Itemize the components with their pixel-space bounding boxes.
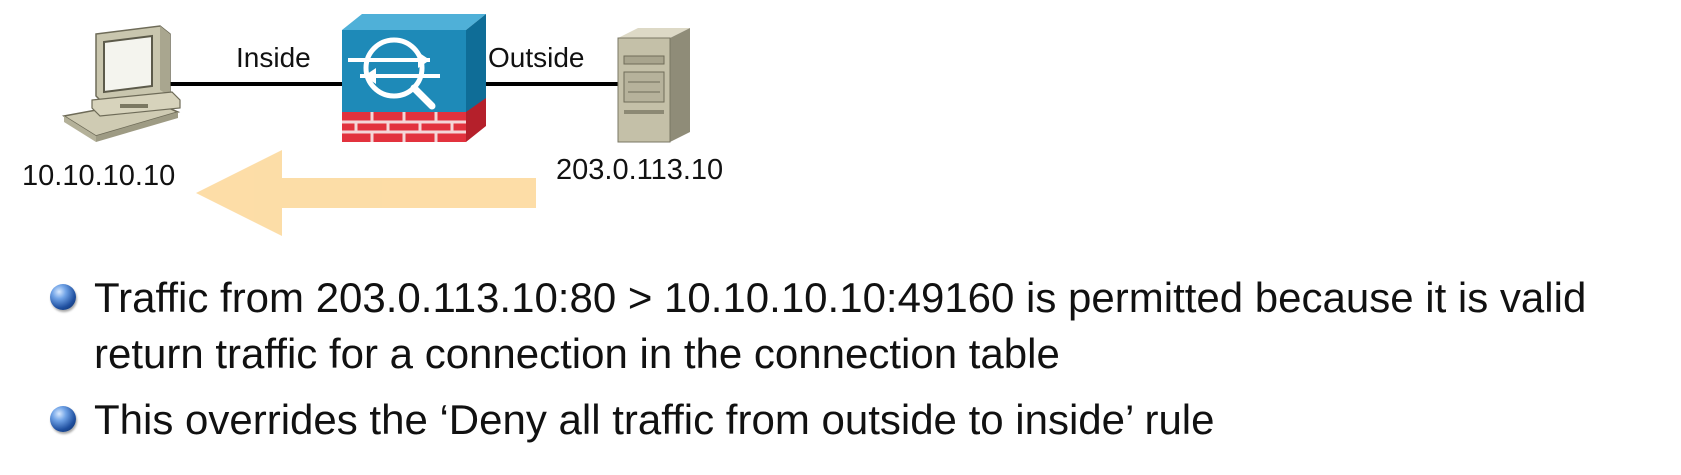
network-diagram-svg bbox=[61, 14, 690, 236]
client-ip-label: 10.10.10.10 bbox=[22, 160, 176, 192]
bullet-text: Traffic from 203.0.113.10:80 > 10.10.10.… bbox=[94, 274, 1587, 377]
network-diagram: Inside Outside 10.10.10.10 203.0.113.10 bbox=[22, 14, 724, 236]
outside-zone-label: Outside bbox=[488, 42, 585, 73]
bullet-icon bbox=[50, 406, 76, 432]
firewall-icon bbox=[342, 14, 486, 142]
traffic-arrow bbox=[196, 150, 536, 236]
server-ip-label: 203.0.113.10 bbox=[556, 154, 724, 186]
bullet-icon bbox=[50, 284, 76, 310]
explanation-bullet-list: Traffic from 203.0.113.10:80 > 10.10.10.… bbox=[50, 270, 1650, 458]
server-icon bbox=[617, 28, 690, 143]
bullet-item: This overrides the ‘Deny all traffic fro… bbox=[50, 392, 1650, 448]
bullet-text: This overrides the ‘Deny all traffic fro… bbox=[94, 396, 1215, 443]
desktop-computer-icon bbox=[61, 25, 181, 142]
inside-zone-label: Inside bbox=[236, 42, 311, 73]
bullet-item: Traffic from 203.0.113.10:80 > 10.10.10.… bbox=[50, 270, 1650, 382]
